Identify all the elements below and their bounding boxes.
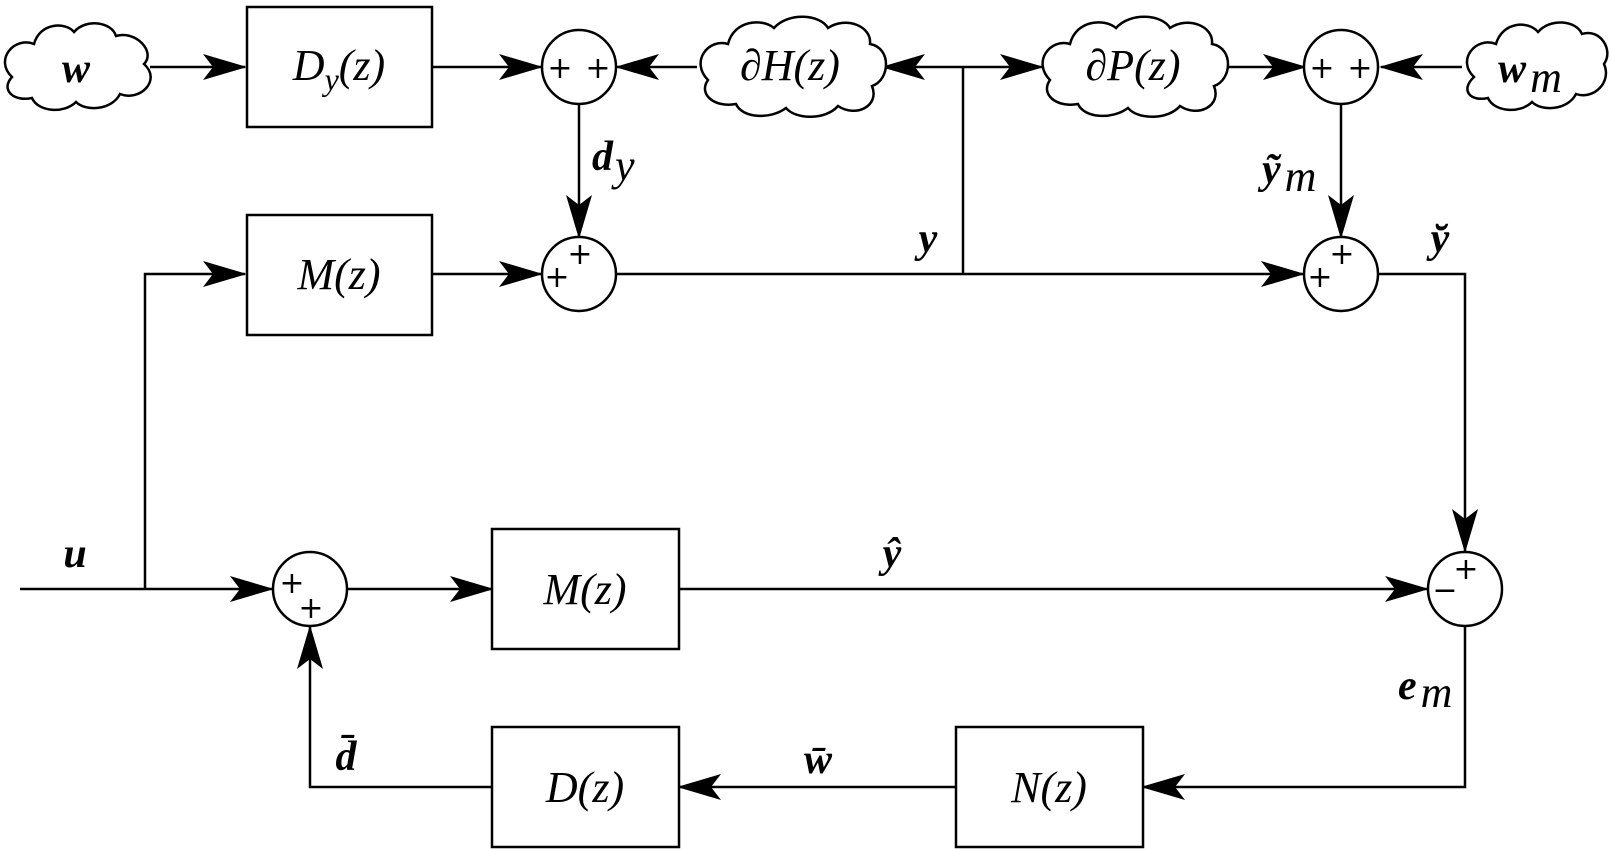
label-block-m-upper: M(z) — [296, 250, 380, 299]
sign-plus: + — [547, 51, 572, 86]
signal-ytilde-m: ỹm — [1257, 147, 1316, 201]
sign-plus: + — [1307, 260, 1332, 295]
sign-plus: + — [298, 591, 323, 626]
block-dy: Dy(z) — [245, 5, 434, 129]
cloud-w: w — [3, 22, 152, 111]
wire-ybreve-to-sum6 — [1379, 272, 1478, 553]
sign-plus: + — [279, 566, 304, 601]
sign-plus: + — [1329, 237, 1354, 272]
signal-yhat: ŷ — [878, 531, 902, 577]
wire-u-branch — [143, 261, 247, 589]
label-w: w — [62, 46, 91, 92]
label-dh: ∂H(z) — [740, 41, 840, 90]
sign-plus: + — [1309, 51, 1334, 86]
sum-junction-top-right: + + — [1302, 28, 1380, 106]
label-wm-sub: m — [1530, 53, 1562, 102]
signal-ytilde-m-sub: m — [1285, 152, 1317, 201]
signal-wbar: w̄ — [804, 737, 833, 783]
signal-em: em — [1398, 663, 1452, 717]
label-block-dy: Dy(z) — [292, 41, 385, 97]
block-d: D(z) — [490, 725, 681, 849]
cloud-wm: wm — [1465, 21, 1609, 111]
signal-y: y — [914, 216, 938, 262]
cloud-dp: ∂P(z) — [1041, 15, 1230, 118]
wire-em-to-n — [1141, 627, 1467, 800]
wire-d-to-sum5 — [297, 625, 492, 789]
sign-plus: + — [585, 51, 610, 86]
signal-ybreve: y̆ — [1426, 216, 1450, 262]
block-n: N(z) — [954, 725, 1145, 849]
block-m-upper: M(z) — [245, 213, 434, 337]
label-block-n: N(z) — [1010, 763, 1087, 812]
sign-minus: − — [1432, 573, 1457, 608]
sign-plus: + — [567, 237, 592, 272]
cloud-dh: ∂H(z) — [699, 15, 888, 118]
sum-junction-mid-right: + + — [1302, 235, 1380, 313]
label-block-dy-arg: (z) — [339, 41, 385, 90]
label-block-d: D(z) — [545, 763, 624, 812]
signal-u: u — [63, 531, 86, 577]
sum-junction-mid-left: + + — [540, 235, 618, 313]
wires — [20, 54, 1478, 800]
sign-plus: + — [1453, 552, 1478, 587]
label-block-dy-sub: y — [322, 61, 340, 97]
label-dp: ∂P(z) — [1085, 41, 1180, 90]
label-wm: wm — [1498, 46, 1562, 102]
sign-plus: + — [544, 260, 569, 295]
signal-dy: dy — [592, 134, 635, 190]
sign-plus: + — [1347, 51, 1372, 86]
label-block-m-lower: M(z) — [542, 565, 626, 614]
signal-dbar: d̄ — [336, 734, 358, 780]
sum-junction-top-left: + + — [540, 28, 618, 106]
sum-junction-bottom-left: + + — [271, 550, 349, 628]
sum-junction-error: + − — [1426, 550, 1504, 628]
signal-dy-sub: y — [611, 141, 635, 190]
block-m-lower: M(z) — [490, 527, 681, 651]
signal-em-sub: m — [1421, 668, 1453, 717]
